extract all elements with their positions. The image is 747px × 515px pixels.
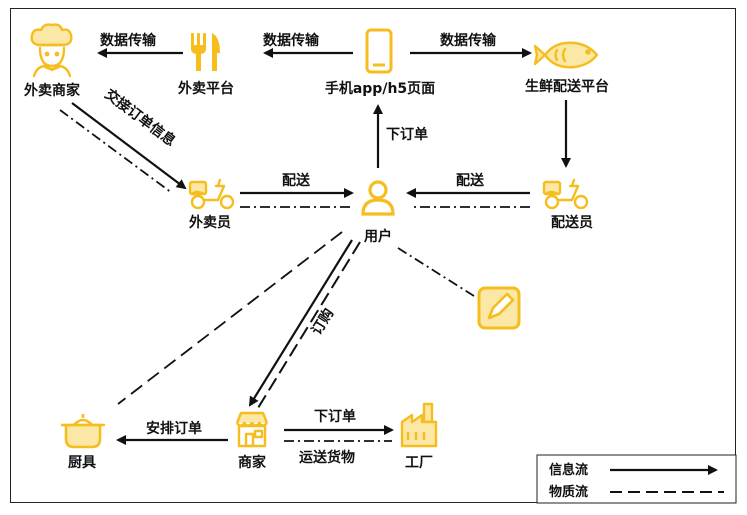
- node-factory: 工厂: [405, 455, 433, 471]
- label-deliver-1: 配送: [282, 172, 311, 189]
- edge-shop-to-factory: [284, 425, 394, 442]
- fish-icon: [533, 41, 599, 69]
- label-purchase: 订购: [308, 305, 337, 338]
- label-place-order-user: 下订单: [386, 126, 428, 143]
- label-ship-goods: 运送货物: [299, 449, 355, 466]
- node-shop: 商家: [238, 454, 267, 471]
- label-data-transfer-2: 数据传输: [263, 32, 320, 49]
- label-data-transfer-1: 数据传输: [100, 32, 157, 49]
- legend-material-flow-label: 物质流: [549, 484, 588, 500]
- node-user: 用户: [364, 228, 392, 245]
- label-handover-order-info: 交接订单信息: [102, 86, 179, 150]
- edge-user-to-note: [397, 247, 475, 297]
- user-icon: [361, 180, 395, 216]
- scooter-icon-2: [542, 178, 589, 210]
- node-courier-takeaway: 外卖员: [189, 214, 231, 231]
- factory-icon: [400, 402, 438, 448]
- node-fresh-platform: 生鲜配送平台: [525, 78, 609, 95]
- edge-user-to-cookware: [117, 231, 343, 405]
- edit-note-icon: [477, 286, 521, 330]
- edge-merchant-to-courier: [59, 102, 187, 194]
- edge-courier-to-user: [240, 188, 354, 208]
- node-takeaway-platform: 外卖平台: [178, 80, 234, 97]
- phone-icon: [365, 28, 393, 74]
- legend-info-flow-label: 信息流: [549, 462, 588, 478]
- node-courier-fresh: 配送员: [551, 214, 593, 231]
- label-deliver-2: 配送: [456, 172, 485, 189]
- edge-fresh-courier-to-user: [406, 188, 530, 208]
- edge-user-to-shop: [248, 239, 361, 409]
- legend: 信息流 物质流: [536, 454, 737, 504]
- pot-icon: [61, 414, 105, 449]
- shop-icon: [235, 411, 269, 448]
- node-cookware: 厨具: [68, 455, 96, 471]
- diagram-frame: [10, 8, 736, 503]
- label-place-order-shop: 下订单: [314, 408, 356, 425]
- node-phone-page: 手机app/h5页面: [325, 80, 435, 97]
- chef-icon: [30, 23, 73, 78]
- label-arrange-order: 安排订单: [146, 420, 202, 437]
- label-data-transfer-3: 数据传输: [440, 32, 497, 49]
- scooter-icon: [188, 178, 235, 210]
- node-merchant-takeaway: 外卖商家: [24, 82, 81, 99]
- fork-knife-icon: [191, 33, 220, 71]
